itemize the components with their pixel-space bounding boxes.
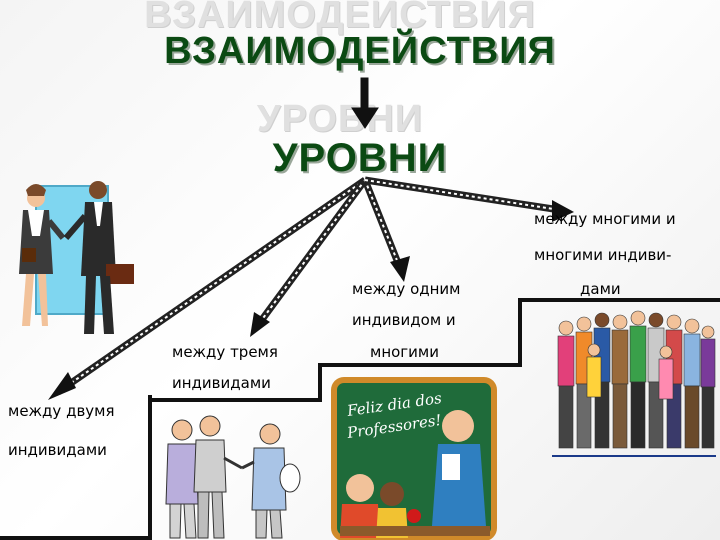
level3-line1: между одним xyxy=(352,282,461,297)
level3-line2: индивидом и xyxy=(352,313,456,328)
level4-line3: дами xyxy=(580,282,621,297)
group-of-people-illustration xyxy=(548,306,718,458)
level4-line1: между многими и xyxy=(534,212,676,227)
level2-line1: между тремя xyxy=(172,345,278,360)
teacher-with-students-illustration: Feliz dia dos Professores! xyxy=(330,376,498,540)
level1-line1: между двумя xyxy=(8,404,115,419)
level2-line2: индивидами xyxy=(172,376,271,391)
level1-line2: индивидами xyxy=(8,443,107,458)
three-people-illustration xyxy=(160,412,320,540)
title-arrow xyxy=(352,78,378,128)
level4-line2: многими индиви- xyxy=(534,248,671,263)
two-people-handshake-illustration xyxy=(8,176,148,341)
level3-line3: многими xyxy=(370,345,439,360)
